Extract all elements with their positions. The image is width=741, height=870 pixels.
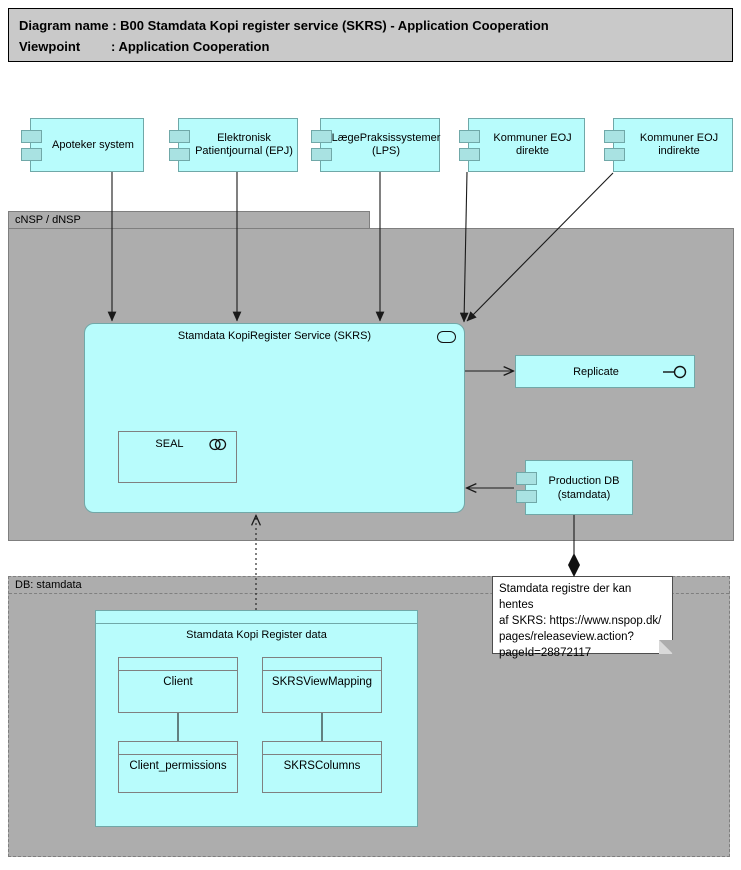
component-label: Apoteker system bbox=[52, 138, 134, 151]
component-label: Kommuner EOJ direkte bbox=[493, 132, 572, 157]
data-object-band bbox=[96, 611, 417, 624]
table-skrscolumns: SKRSColumns bbox=[262, 741, 382, 793]
table-name: SKRSViewMapping bbox=[271, 676, 373, 688]
group-cnsp-label: cNSP / dNSP bbox=[15, 214, 81, 226]
table-band bbox=[263, 742, 381, 755]
component-icon bbox=[169, 119, 190, 171]
table-skrsviewmapping: SKRSViewMapping bbox=[262, 657, 382, 713]
note-skrs-registers: Stamdata registre der kan hentes af SKRS… bbox=[492, 576, 673, 659]
table-band bbox=[263, 658, 381, 671]
viewpoint-label: Viewpoint bbox=[19, 39, 81, 54]
component-icon bbox=[21, 119, 42, 171]
group-db-separator bbox=[9, 593, 729, 594]
application-service-icon bbox=[437, 331, 456, 343]
component-label: LægePraksissystemer (LPS) bbox=[331, 132, 441, 157]
table-band bbox=[119, 658, 237, 671]
table-name: SKRSColumns bbox=[283, 760, 361, 772]
data-object-title: Stamdata Kopi Register data bbox=[186, 629, 327, 641]
collaboration-seal-label: SEAL bbox=[155, 438, 184, 450]
viewpoint-line: Viewpoint : Application Cooperation bbox=[19, 36, 722, 57]
component-label: Kommuner EOJ indirekte bbox=[639, 132, 719, 157]
note-fold-cut bbox=[659, 640, 673, 654]
interface-replicate: Replicate bbox=[515, 355, 695, 388]
note-line: Stamdata registre der kan hentes bbox=[499, 583, 632, 611]
data-object-stamdata-kopi-register: Stamdata Kopi Register data bbox=[95, 610, 418, 827]
service-skrs: Stamdata KopiRegister Service (SKRS) bbox=[84, 323, 465, 513]
note-line: af SKRS: https://www.nspop.dk/ bbox=[499, 615, 662, 627]
table-client: Client bbox=[118, 657, 238, 713]
group-cnsp-tab: cNSP / dNSP bbox=[8, 211, 370, 229]
component-production-db: Production DB (stamdata) bbox=[516, 460, 633, 515]
component-icon bbox=[516, 461, 537, 514]
composition-diamond-icon bbox=[568, 553, 580, 577]
table-band bbox=[119, 742, 237, 755]
component-epj: Elektronisk Patientjournal (EPJ) bbox=[169, 118, 298, 172]
component-apoteker-system: Apoteker system bbox=[21, 118, 144, 172]
diagram-title-bar: Diagram name : B00 Stamdata Kopi registe… bbox=[8, 8, 733, 62]
table-name: Client bbox=[163, 676, 193, 688]
diagram-name-line: Diagram name : B00 Stamdata Kopi registe… bbox=[19, 18, 549, 33]
component-icon bbox=[311, 119, 332, 171]
component-label: Production DB (stamdata) bbox=[548, 474, 620, 501]
viewpoint-value: : Application Cooperation bbox=[111, 39, 270, 54]
service-skrs-label: Stamdata KopiRegister Service (SKRS) bbox=[177, 330, 372, 342]
note-line: pages/releaseview.action? bbox=[499, 631, 634, 643]
component-label: Elektronisk Patientjournal (EPJ) bbox=[195, 132, 293, 157]
group-db-label: DB: stamdata bbox=[15, 579, 82, 591]
interface-replicate-label: Replicate bbox=[573, 365, 619, 378]
table-client-permissions: Client_permissions bbox=[118, 741, 238, 793]
component-icon bbox=[459, 119, 480, 171]
interface-lollipop-icon bbox=[663, 365, 687, 378]
collaboration-circles-icon bbox=[209, 438, 227, 451]
component-icon bbox=[604, 119, 625, 171]
table-name: Client_permissions bbox=[129, 760, 227, 772]
component-kommuner-eoj-indirekte: Kommuner EOJ indirekte bbox=[604, 118, 733, 172]
component-kommuner-eoj-direkte: Kommuner EOJ direkte bbox=[459, 118, 585, 172]
collaboration-seal: SEAL bbox=[118, 431, 237, 483]
note-line: pageId=28872117 bbox=[499, 647, 592, 659]
component-lps: LægePraksissystemer (LPS) bbox=[311, 118, 440, 172]
